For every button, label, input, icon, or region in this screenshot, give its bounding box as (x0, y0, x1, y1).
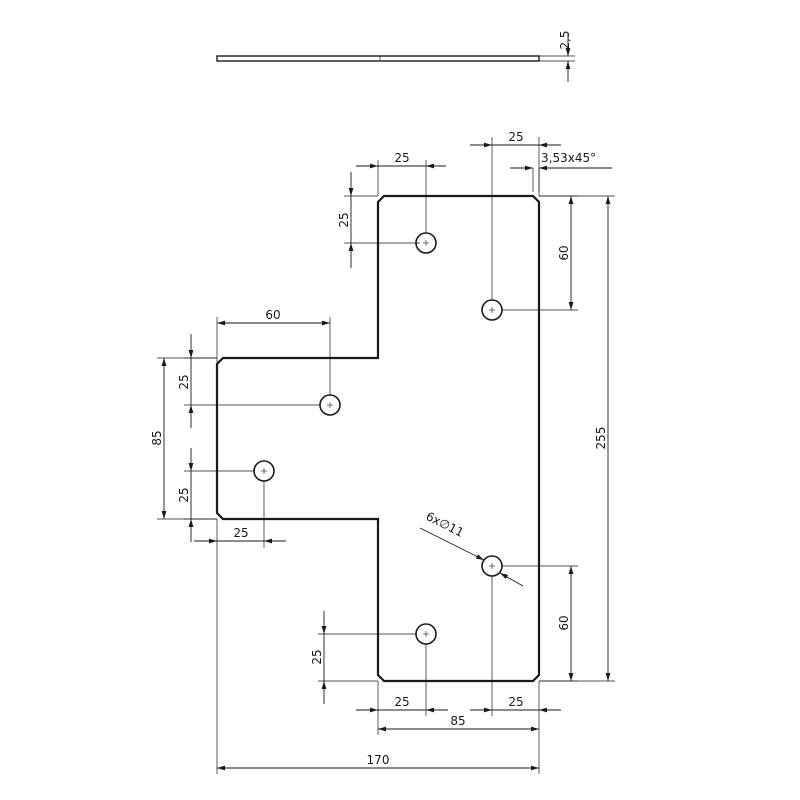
thickness-dimension: 2,5 (558, 30, 572, 49)
dim-bottom-right-25: 25 (470, 576, 561, 774)
bottom-width-85-label: 85 (450, 714, 465, 728)
bottom-right-25-label: 25 (508, 695, 523, 709)
left-step-60-label: 60 (265, 308, 280, 322)
top-hole-y-label: 25 (337, 212, 351, 227)
top-hole-x-label: 25 (394, 151, 409, 165)
right-bottom-60-label: 60 (557, 615, 571, 630)
plate-outline (215, 194, 541, 683)
total-height-label: 255 (594, 427, 608, 450)
left-lower-25-label: 25 (177, 487, 191, 502)
dim-right-bottom-60: 60 (502, 565, 578, 682)
right-top-60-label: 60 (557, 245, 571, 260)
dim-left-hole-x: 25 (194, 481, 286, 548)
chamfer-label: 3,53x45° (541, 151, 596, 165)
total-width-label: 170 (367, 753, 390, 767)
dim-top-hole-y: 25 (337, 172, 420, 268)
dim-bottom-left-25: 25 (356, 644, 448, 735)
dim-bottom-hole-y: 25 (310, 611, 416, 704)
dim-left-step-60: 60 (216, 308, 331, 395)
bottom-hole-y-label: 25 (310, 649, 324, 664)
hole-right-lower (481, 555, 503, 577)
left-upper-25-label: 25 (177, 374, 191, 389)
hole-bottom (415, 623, 437, 645)
hole-left-upper (319, 394, 341, 416)
hole-right-upper (481, 299, 503, 321)
dim-total-width: 170 (216, 519, 539, 774)
dim-left-lower-25: 25 (177, 448, 254, 542)
hole-left-lower (253, 460, 275, 482)
left-height-85-label: 85 (150, 430, 164, 445)
dim-bottom-width-85: 85 (378, 714, 539, 732)
hole-callout-label: 6x∅11 (424, 509, 466, 540)
bottom-left-25-label: 25 (394, 695, 409, 709)
left-hole-x-label: 25 (233, 526, 248, 540)
dim-chamfer: 3,53x45° (510, 151, 612, 192)
dim-right-hole-x: 25 (470, 130, 561, 300)
dim-left-upper-25: 25 (177, 334, 320, 428)
side-view: 2,5 (216, 30, 575, 82)
dim-total-height: 255 (539, 195, 615, 682)
hole-callout: 6x∅11 (419, 509, 524, 587)
dim-top-hole-x: 25 (356, 151, 446, 233)
right-hole-x-label: 25 (508, 130, 523, 144)
